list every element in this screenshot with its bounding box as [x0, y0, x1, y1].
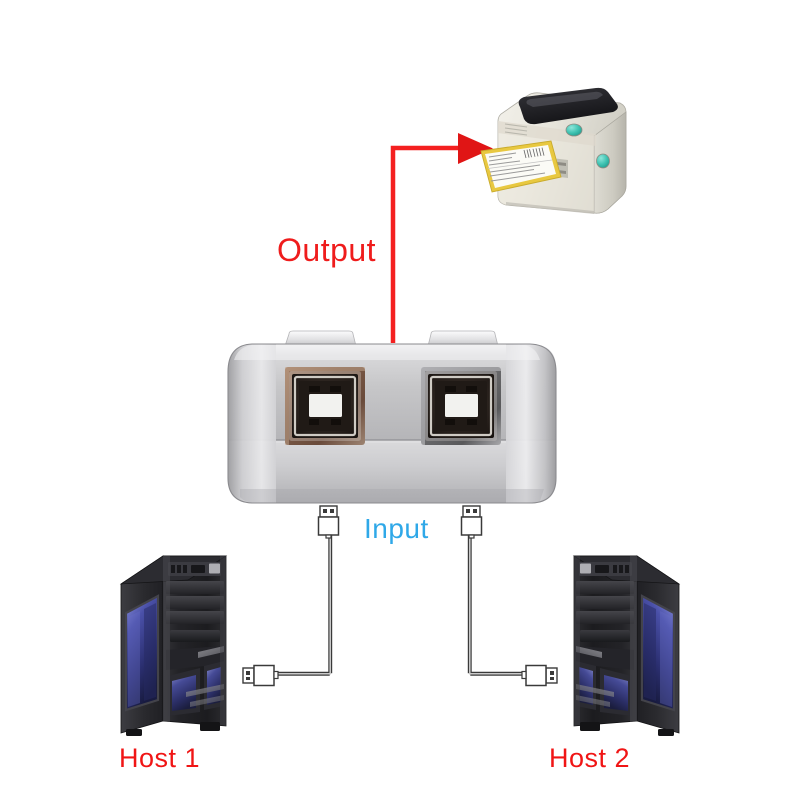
usb-sharing-switch-box — [227, 330, 557, 504]
usb-connector-bottom-host2 — [521, 664, 558, 687]
switch-top-tabs — [284, 330, 499, 347]
pc-drive-bays-host2 — [576, 581, 634, 624]
usb-connector-top-host2 — [460, 505, 483, 539]
printer-feed-button — [565, 123, 583, 137]
usb-b-port-2 — [421, 367, 501, 445]
output-label: Output — [277, 232, 377, 268]
printed-shipping-label — [480, 140, 562, 193]
desktop-pc-tower-host2 — [572, 555, 681, 736]
input-label: Input — [364, 513, 429, 544]
host2-label: Host 2 — [549, 743, 631, 773]
pc-drive-bays-host1 — [166, 581, 224, 624]
printer-vent-slits — [504, 123, 528, 136]
usb-cable-host2 — [460, 505, 558, 687]
output-arrow — [390, 133, 493, 343]
desktop-pc-tower-host1 — [119, 555, 228, 736]
usb-b-port-1 — [285, 367, 365, 445]
usb-connector-top-host1 — [317, 505, 340, 539]
usb-connector-bottom-host1 — [242, 664, 279, 687]
printer-side-latch-button — [596, 153, 610, 169]
thermal-label-printer — [480, 87, 627, 214]
host1-label: Host 1 — [119, 743, 201, 773]
usb-cable-host1 — [242, 505, 340, 687]
